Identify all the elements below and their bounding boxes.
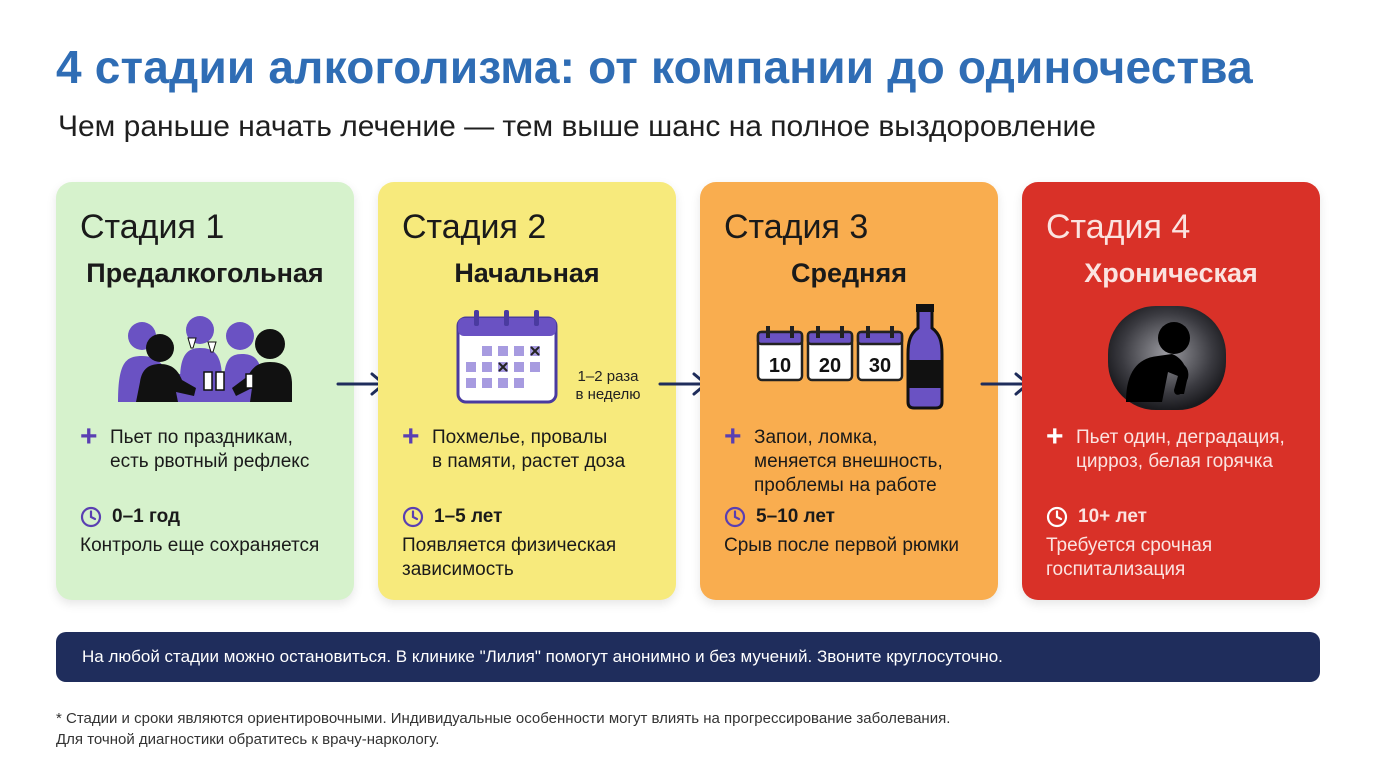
stage-name: Средняя xyxy=(791,258,907,288)
symptoms-text: Запои, ломка, меняется внешность, пробле… xyxy=(754,427,943,496)
page-title: 4 стадии алкоголизма: от компании до оди… xyxy=(56,41,1253,93)
page-subtitle: Чем раньше начать лечение — тем выше шан… xyxy=(58,110,1096,143)
stage-card-1: Стадия 1 Предалкогольная + Пьет по празд… xyxy=(56,182,354,600)
stage-number: Стадия 4 xyxy=(1046,208,1191,246)
stage-symptoms: + Запои, ломка, меняется внешность, проб… xyxy=(724,420,994,498)
duration-text: 1–5 лет xyxy=(434,506,503,527)
stage-symptoms: + Пьет один, деградация, цирроз, белая г… xyxy=(1046,420,1316,474)
day-label: 20 xyxy=(819,355,841,377)
stage-card-3: Стадия 3 Средняя 10 20 30 xyxy=(700,182,998,600)
frequency-caption: 1–2 раза в неделю xyxy=(575,368,641,403)
calendar-icon xyxy=(378,302,676,422)
stage-note: Контроль еще сохраняется xyxy=(80,535,320,556)
clock-icon xyxy=(80,506,102,528)
duration-text: 10+ лет xyxy=(1078,506,1147,527)
stage-duration: 1–5 лет xyxy=(402,506,502,528)
plus-icon: + xyxy=(80,420,98,453)
stage-name: Предалкогольная xyxy=(86,258,324,288)
symptoms-text: Пьет по праздникам, есть рвотный рефлекс xyxy=(110,427,310,472)
stage-number: Стадия 3 xyxy=(724,208,869,246)
stage-card-2: Стадия 2 Начальная 1–2 раза в неделю + П… xyxy=(378,182,676,600)
stage-symptoms: + Пьет по праздникам, есть рвотный рефле… xyxy=(80,420,350,474)
plus-icon: + xyxy=(724,420,742,453)
stage-number: Стадия 1 xyxy=(80,208,225,246)
clock-icon xyxy=(724,506,746,528)
symptoms-text: Пьет один, деградация, цирроз, белая гор… xyxy=(1076,427,1285,472)
clinic-banner: На любой стадии можно остановиться. В кл… xyxy=(56,632,1320,682)
stage-duration: 5–10 лет xyxy=(724,506,835,528)
stage-number: Стадия 2 xyxy=(402,208,547,246)
symptoms-text: Похмелье, провалы в памяти, растет доза xyxy=(432,427,626,472)
stage-note: Требуется срочная госпитализация xyxy=(1046,535,1213,580)
clock-icon xyxy=(402,506,424,528)
day-label: 10 xyxy=(769,355,791,377)
stage-duration: 10+ лет xyxy=(1046,506,1147,528)
stage-duration: 0–1 год xyxy=(80,506,180,528)
drinking-company-icon xyxy=(56,302,354,422)
calendar-days-bottle-icon: 10 20 30 xyxy=(700,302,998,422)
stage-name: Начальная xyxy=(454,258,600,288)
duration-text: 0–1 год xyxy=(112,506,181,527)
lonely-person-icon xyxy=(1022,302,1320,422)
stage-name: Хроническая xyxy=(1084,258,1258,288)
stage-note: Появляется физическая зависимость xyxy=(402,535,617,580)
stage-symptoms: + Похмелье, провалы в памяти, растет доз… xyxy=(402,420,672,474)
clock-icon xyxy=(1046,506,1068,528)
duration-text: 5–10 лет xyxy=(756,506,835,527)
plus-icon: + xyxy=(402,420,420,453)
day-label: 30 xyxy=(869,355,891,377)
stage-card-4: Стадия 4 Хроническая + Пьет один, деград… xyxy=(1022,182,1320,600)
plus-icon: + xyxy=(1046,420,1064,453)
footnote: * Стадии и сроки являются ориентировочны… xyxy=(56,710,951,748)
stage-note: Срыв после первой рюмки xyxy=(724,535,959,556)
